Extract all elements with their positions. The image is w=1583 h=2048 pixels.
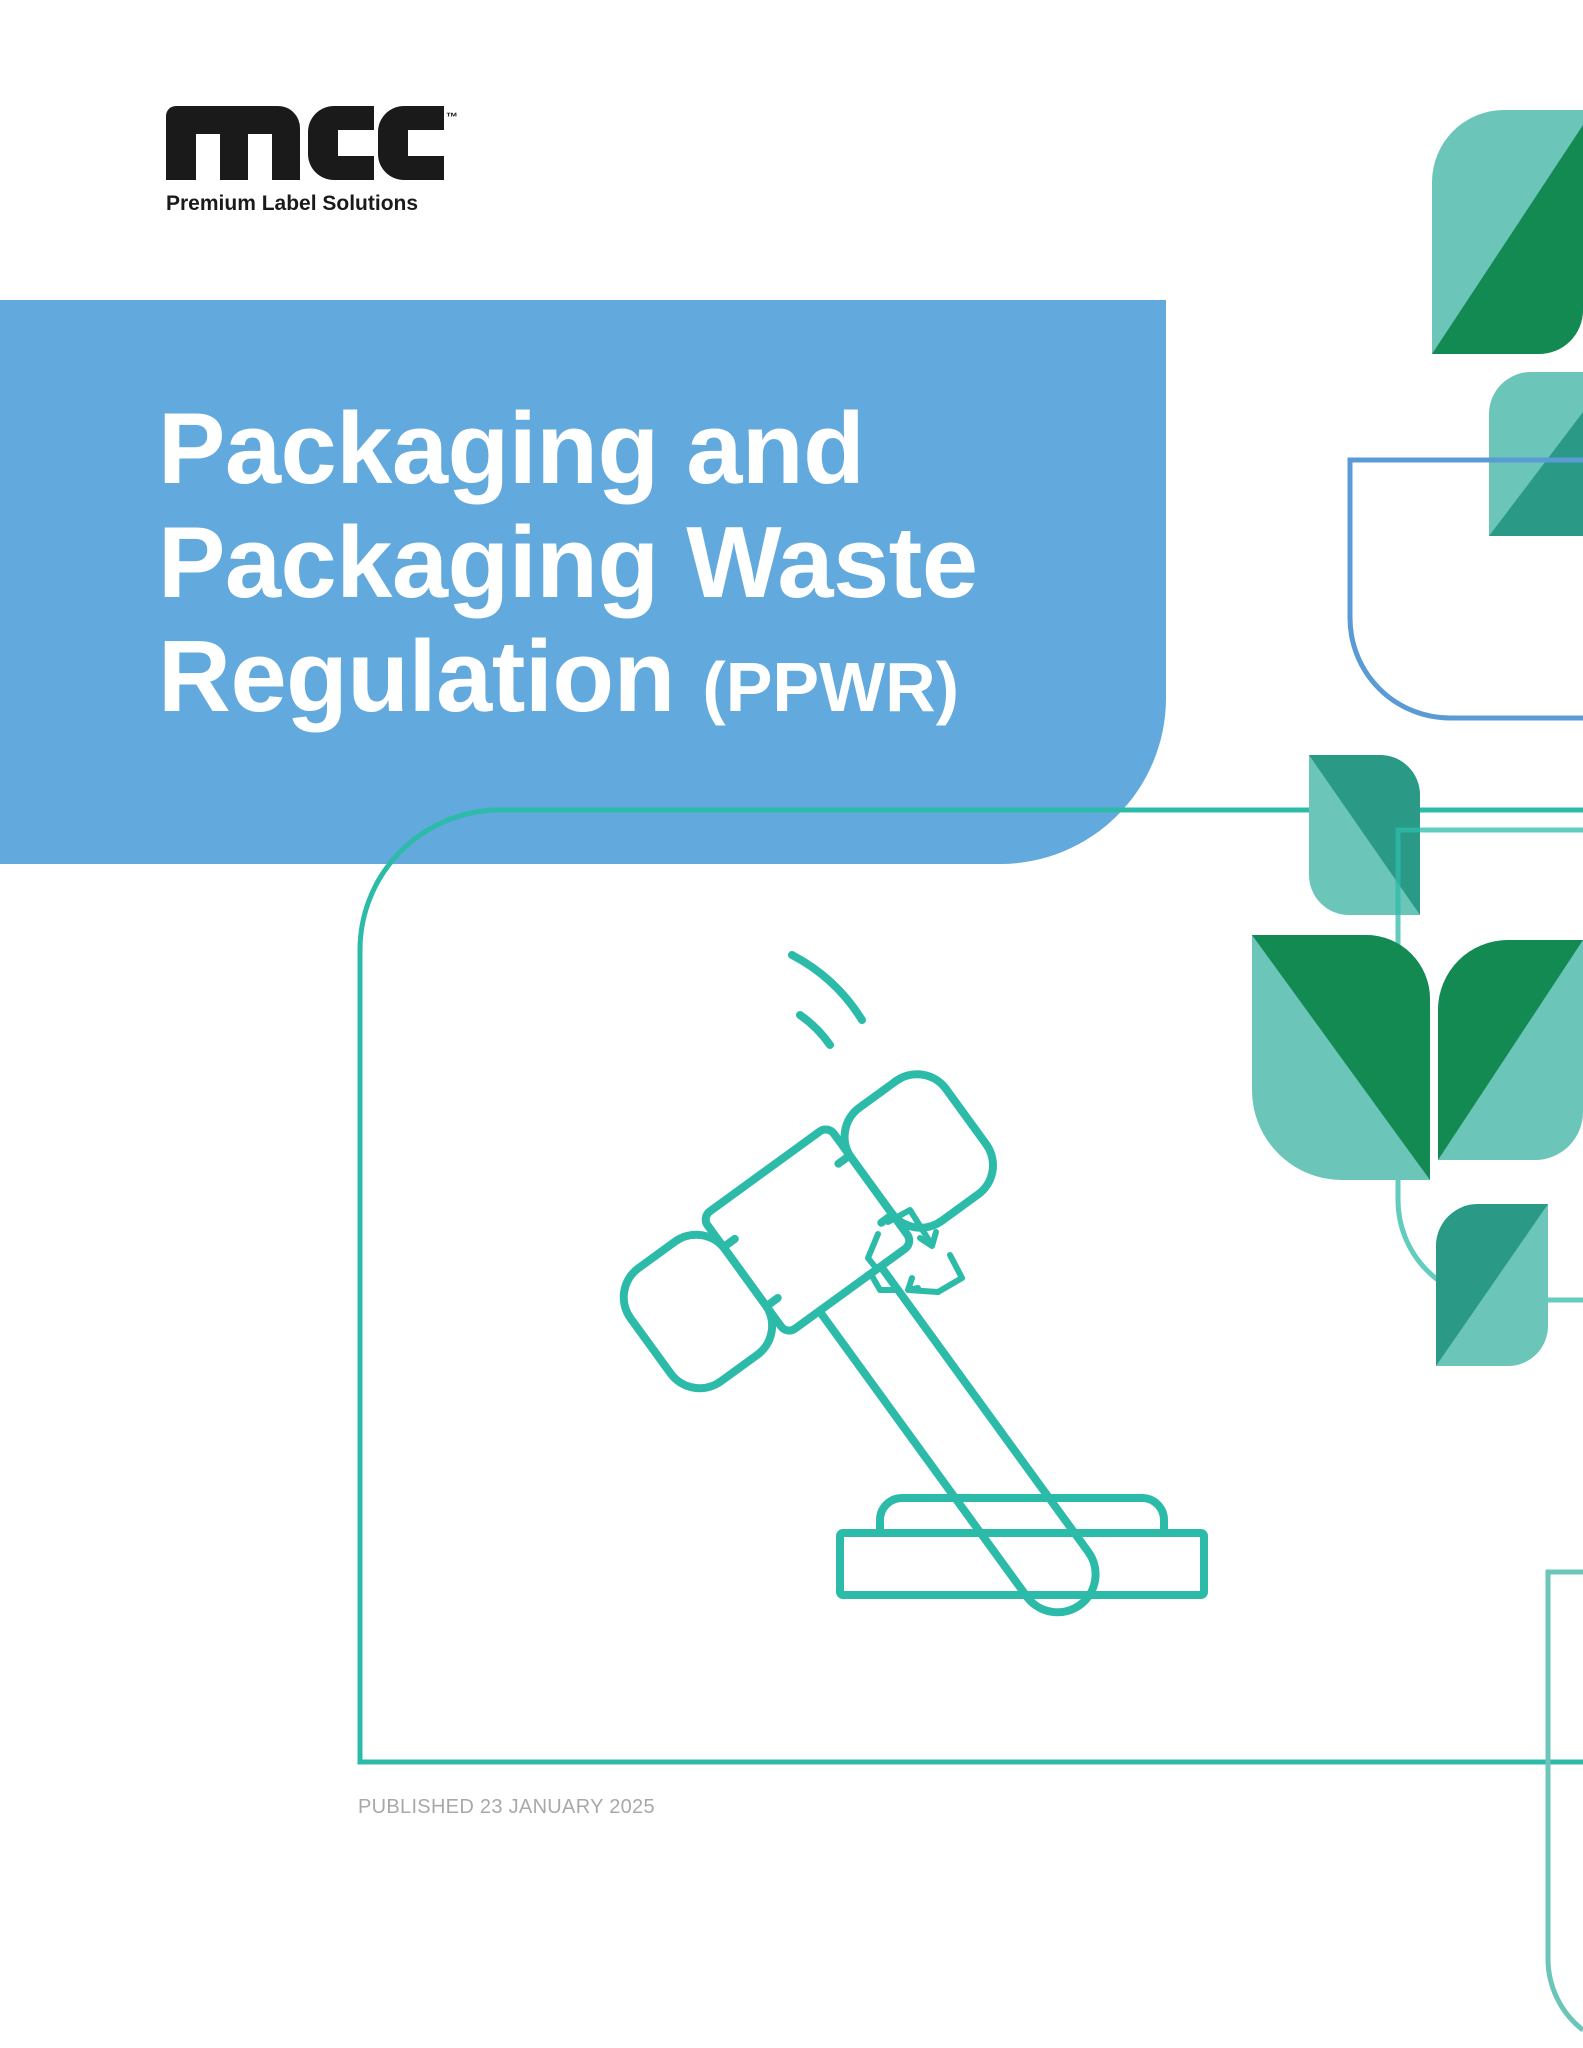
- motion-line-outer: [788, 951, 866, 1024]
- teal-bottom-frame: [1545, 1569, 1583, 2032]
- published-date: PUBLISHED 23 JANUARY 2025: [358, 1796, 655, 1818]
- title-panel: [0, 300, 1166, 864]
- motion-line-inner: [796, 1011, 834, 1049]
- sound-block-top: [876, 1494, 1168, 1537]
- teal-frame: [357, 807, 1583, 1765]
- gavel-head-body: [701, 1125, 914, 1335]
- gavel-head-cap-right: [840, 1070, 997, 1232]
- gavel-head-cap-left: [619, 1230, 777, 1393]
- gavel-notches: [719, 1151, 897, 1311]
- trademark-symbol: ™: [446, 110, 458, 124]
- gavel-icon: [619, 951, 1208, 1617]
- brand-tagline: Premium Label Solutions: [166, 192, 419, 215]
- leaf-mid-small: [1309, 755, 1420, 915]
- title-line-3-text: Regulation: [158, 621, 675, 733]
- mcc-logo-icon: [166, 106, 444, 180]
- leaf-bottom-small: [1436, 1204, 1548, 1366]
- leaf-top-large: [1432, 110, 1583, 354]
- gavel-handle: [815, 1262, 1100, 1617]
- sound-block-icon: [836, 1529, 1208, 1599]
- blue-outline-frame: [1347, 457, 1583, 721]
- recycle-icon: [865, 1207, 965, 1295]
- leaf-top-small: [1489, 372, 1583, 536]
- leaf-left-large: [1252, 935, 1430, 1180]
- leaf-right-large: [1438, 940, 1583, 1160]
- title-line-2: Packaging Waste: [158, 507, 978, 619]
- title-line-3: Regulation (PPWR): [158, 620, 978, 744]
- title-line-1: Packaging and: [158, 393, 865, 505]
- document-title: Packaging and Packaging Waste Regulation…: [158, 392, 978, 744]
- title-acronym: (PPWR): [702, 648, 960, 726]
- brand-logo: ™ Premium Label Solutions: [166, 106, 466, 226]
